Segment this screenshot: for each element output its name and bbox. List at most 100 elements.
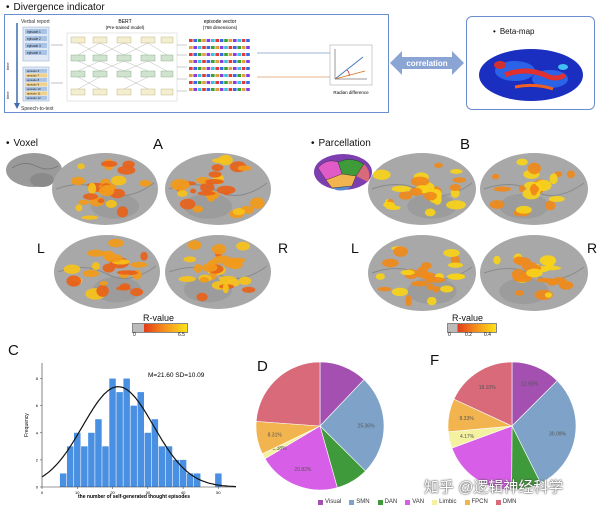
beta-map-brain [479,49,583,101]
pipeline-box: time time Verbal report Speech-to-text e… [4,14,389,113]
y-tick-label: 4 [36,430,39,435]
vector-cell [193,74,197,77]
verbal-report-label: Verbal report [21,19,50,25]
beta-map-box: Beta-map [466,16,595,110]
vector-cell [197,88,202,91]
vector-cell [197,53,202,56]
pie-chart-f: 12.50%30.09%4.17%8.33%18.10% [447,361,577,491]
vector-cell [237,46,241,49]
vector-cell [228,81,233,84]
vector-cell [246,46,250,49]
voxel-label: Voxel [6,138,38,149]
hist-bar [123,378,130,487]
vector-subtitle: (768 dimensions) [203,25,238,30]
brain-surface [368,235,476,311]
brain-surface [368,153,476,225]
vector-cell [189,67,193,70]
vector-cell [233,53,237,56]
vector-cell [202,81,206,84]
legend-label: VAN [412,499,425,505]
pie-slice-van [264,425,338,491]
hist-ylabel: Frequency [24,413,30,437]
brain-surface [480,235,588,311]
legend-swatch [495,499,501,505]
vector-cell [197,74,202,77]
hist-bar [215,473,222,487]
episode-label: episode 6 [27,69,40,73]
parcellation-brain-icon [314,154,372,191]
y-tick-label: 8 [36,376,39,381]
hist-bar [144,432,152,487]
hist-bar [88,432,95,487]
vector-cell [197,60,202,63]
vector-cell [241,67,246,70]
legend-swatch [318,499,323,505]
vector-cell [228,46,233,49]
vector-cell [206,67,211,70]
vector-cell [224,60,228,63]
vector-cell [219,39,224,42]
episode-label: episode 12 [27,96,41,100]
vector-cell [237,39,241,42]
episode-label: episode 8 [27,78,40,82]
vector-cell [193,39,197,42]
vector-cell [215,74,219,77]
pie-label: 8.33% [460,416,475,422]
vector-cell [246,60,250,63]
colorbar-b [447,323,497,333]
vector-cell [233,67,237,70]
x-tick-label: 50 [216,490,221,495]
vector-cell [241,39,246,42]
correlation-label: correlation [406,59,447,68]
vector-cell [215,39,219,42]
brain-surface [165,235,271,309]
legend-item: FPCN [464,499,488,505]
x-tick-label: 30 [146,490,151,495]
legend-swatch [432,499,438,505]
vector-cell [193,46,197,49]
legend-item: SMN [349,499,370,505]
vector-cell [233,60,237,63]
vector-cell [206,60,211,63]
vector-cell [206,46,211,49]
vector-cell [241,88,246,91]
y-tick-label: 6 [36,403,39,408]
vector-cell [215,60,219,63]
brain-surface [52,153,158,225]
vector-cell [206,88,211,91]
hist-bar [137,392,145,487]
vector-cell [215,67,219,70]
vector-cell [219,88,224,91]
scale-a-min: 0 [133,332,136,338]
vector-cell [237,81,241,84]
pie-label: 8.31% [268,433,283,439]
panel-letter-b: B [460,136,471,153]
vector-cell [219,67,224,70]
vector-cell [237,88,241,91]
x-tick-label: 0 [41,490,44,495]
time-label-top: time [5,62,10,70]
vector-cell [197,46,202,49]
normal-fit-curve [41,386,237,488]
hist-stats: M=21.60 SD=10.09 [148,372,205,379]
vector-cell [206,53,211,56]
vector-cell [241,60,246,63]
vector-cell [197,81,202,84]
legend-label: Limbic [439,499,457,505]
hist-bar [158,446,166,487]
bert-subtitle: (Pre-trained model) [106,25,145,30]
pie-label: 25.36% [358,423,376,429]
vector-cell [189,39,193,42]
vector-cell [206,81,211,84]
vector-cell [189,81,193,84]
episode-label: episode 11 [27,92,41,96]
vector-cell [211,74,215,77]
brain-surface [480,153,588,225]
vector-cell [206,39,211,42]
x-tick-label: 10 [75,490,80,495]
hist-bar [59,473,67,487]
hist-bar [172,459,180,487]
episode-label: episode 2 [27,37,41,41]
vector-cell [202,39,206,42]
